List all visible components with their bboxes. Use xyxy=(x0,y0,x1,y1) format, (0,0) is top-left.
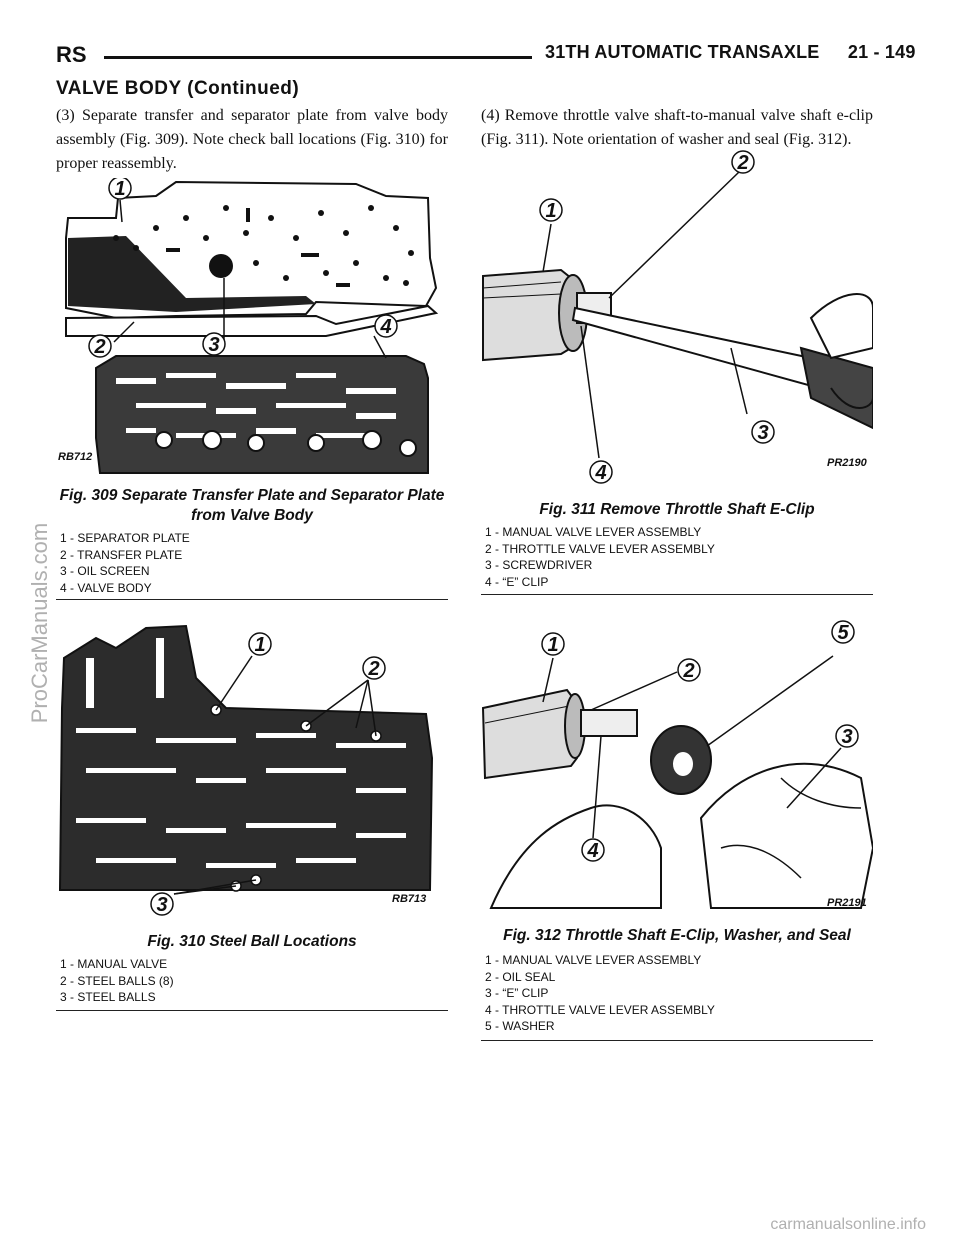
header-title: 31TH AUTOMATIC TRANSAXLE 21 - 149 xyxy=(545,42,916,63)
legend-item: 1 - MANUAL VALVE xyxy=(60,957,168,971)
fig311-code: PR2190 xyxy=(827,457,868,469)
figure-309-illustration: 1 2 3 4 RB712 xyxy=(56,178,448,476)
left-paragraph: (3) Separate transfer and separator plat… xyxy=(56,107,448,172)
fig312-callout-4: 4 xyxy=(586,840,598,862)
fig310-callout-1: 1 xyxy=(254,634,265,656)
header-rule xyxy=(104,56,532,59)
fig312-callout-2: 2 xyxy=(682,660,694,682)
fig311-callout-4: 4 xyxy=(594,462,606,484)
figure-312-illustration: 1 2 5 3 4 PR2191 xyxy=(481,618,873,918)
figure-311-legend: 1 - MANUAL VALVE LEVER ASSEMBLY 2 - THRO… xyxy=(485,524,873,590)
legend-item: 4 - THROTTLE VALVE LEVER ASSEMBLY xyxy=(485,1002,715,1017)
fig312-callout-1: 1 xyxy=(547,634,558,656)
fig309-callout-3: 3 xyxy=(208,334,219,356)
figure-309-legend: 1 - SEPARATOR PLATE 2 - TRANSFER PLATE 3… xyxy=(60,530,448,596)
section-title: VALVE BODY (Continued) xyxy=(56,78,300,99)
legend-item: 2 - OIL SEAL xyxy=(485,969,556,984)
figure-311-illustration: 1 2 3 4 PR2190 xyxy=(481,148,873,488)
figure-311-caption: Fig. 311 Remove Throttle Shaft E-Clip xyxy=(539,501,815,518)
legend-item: 1 - SEPARATOR PLATE xyxy=(60,531,190,545)
fig309-code: RB712 xyxy=(58,451,92,463)
fig312-code: PR2191 xyxy=(827,897,867,909)
legend-item: 1 - MANUAL VALVE LEVER ASSEMBLY xyxy=(485,525,702,539)
right-paragraph: (4) Remove throttle valve shaft-to-manua… xyxy=(481,107,873,148)
legend-item: 4 - “E” CLIP xyxy=(485,574,549,589)
figure-309-caption: Fig. 309 Separate Transfer Plate and Sep… xyxy=(59,487,445,524)
figure-310-legend: 1 - MANUAL VALVE 2 - STEEL BALLS (8) 3 -… xyxy=(60,956,448,1006)
page-number: 21 - 149 xyxy=(847,42,916,62)
fig310-code: RB713 xyxy=(392,893,426,905)
figure-311-rule xyxy=(481,594,873,595)
legend-item: 4 - VALVE BODY xyxy=(60,580,152,595)
footer-watermark[interactable]: carmanualsonline.info xyxy=(770,1216,926,1233)
figure-310-illustration: 1 2 3 RB713 xyxy=(56,618,448,918)
legend-item: 3 - “E” CLIP xyxy=(485,986,549,1000)
fig310-callout-3: 3 xyxy=(156,894,167,916)
figure-312-caption: Fig. 312 Throttle Shaft E-Clip, Washer, … xyxy=(503,927,851,944)
fig309-callout-1: 1 xyxy=(114,178,125,200)
fig311-callout-1: 1 xyxy=(545,200,556,222)
legend-item: 1 - MANUAL VALVE LEVER ASSEMBLY xyxy=(485,953,702,967)
side-watermark: ProCarManuals.com xyxy=(27,522,52,724)
fig309-callout-2: 2 xyxy=(93,336,105,358)
fig310-callout-2: 2 xyxy=(367,658,379,680)
legend-item: 2 - THROTTLE VALVE LEVER ASSEMBLY xyxy=(485,541,715,556)
figure-309-rule xyxy=(56,599,448,600)
header-chapter-title: 31TH AUTOMATIC TRANSAXLE xyxy=(545,42,820,62)
legend-item: 3 - SCREWDRIVER xyxy=(485,558,593,572)
legend-item: 3 - STEEL BALLS xyxy=(60,990,156,1004)
legend-item: 2 - STEEL BALLS (8) xyxy=(60,973,174,988)
figure-310-caption: Fig. 310 Steel Ball Locations xyxy=(147,933,357,950)
fig311-callout-2: 2 xyxy=(736,152,748,174)
fig311-callout-3: 3 xyxy=(757,422,768,444)
fig312-callout-3: 3 xyxy=(841,726,852,748)
figure-312-rule xyxy=(481,1040,873,1041)
legend-item: 5 - WASHER xyxy=(485,1019,555,1033)
fig312-callout-5: 5 xyxy=(837,622,849,644)
header-section-code: RS xyxy=(56,42,87,67)
legend-item: 2 - TRANSFER PLATE xyxy=(60,547,183,562)
fig309-callout-4: 4 xyxy=(379,316,391,338)
legend-item: 3 - OIL SCREEN xyxy=(60,564,150,578)
figure-312-legend: 1 - MANUAL VALVE LEVER ASSEMBLY 2 - OIL … xyxy=(485,952,873,1035)
figure-310-rule xyxy=(56,1010,448,1011)
